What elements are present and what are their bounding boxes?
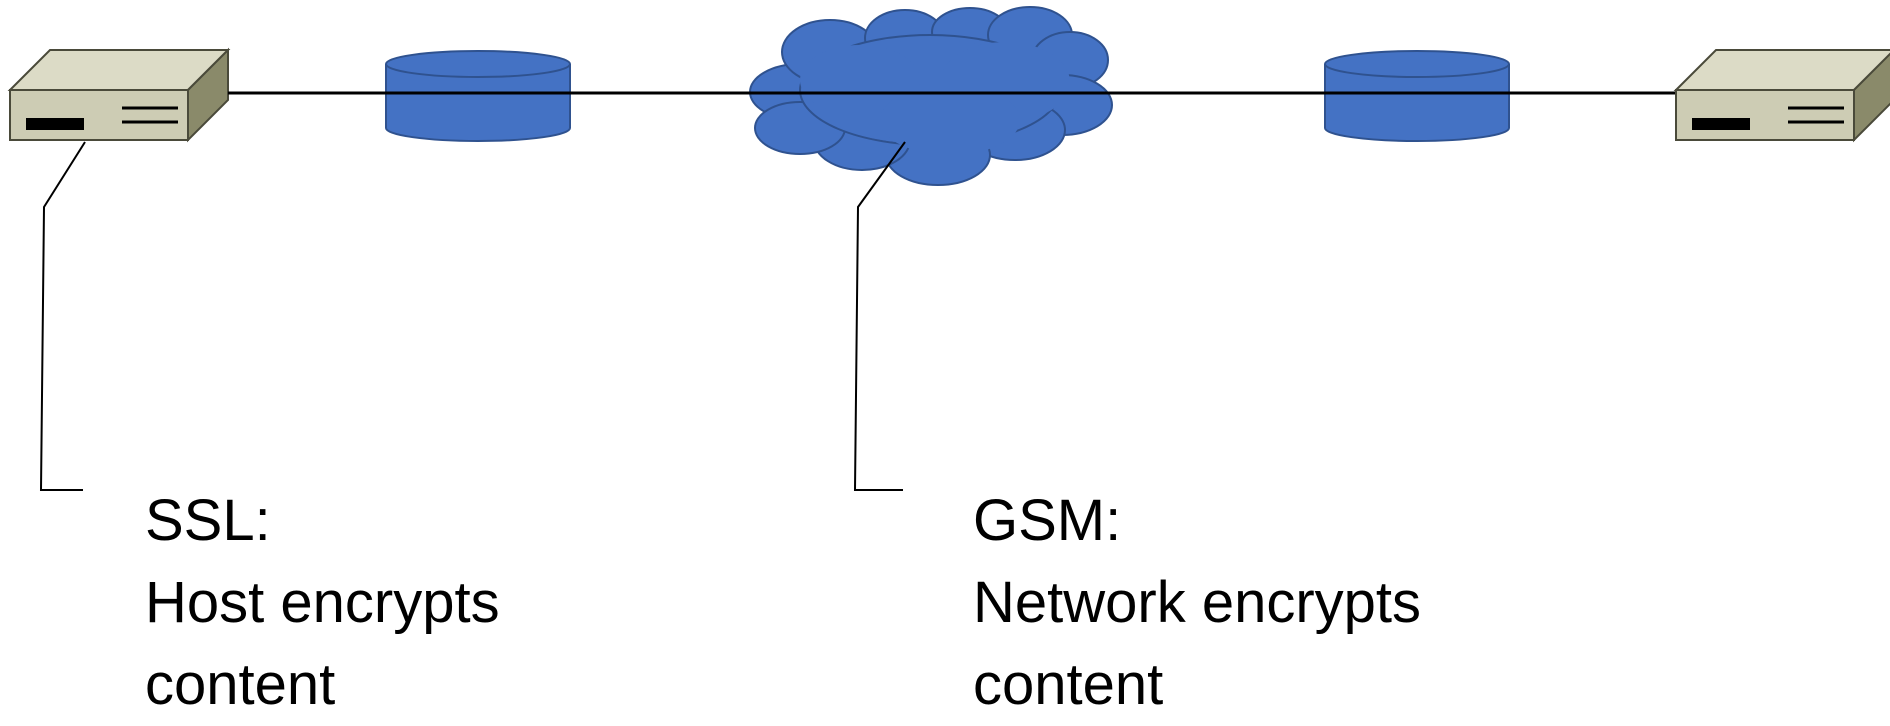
network-cloud-icon bbox=[749, 6, 1113, 186]
gsm-callout-leader bbox=[853, 141, 906, 491]
ssl-line-2: content bbox=[145, 652, 336, 717]
gsm-line-1: Network encrypts bbox=[973, 570, 1422, 635]
gsm-heading: GSM: bbox=[973, 488, 1122, 553]
left-host-device-icon bbox=[7, 47, 231, 143]
left-cylinder-node-icon bbox=[385, 50, 571, 142]
ssl-callout-text: SSL: Host encrypts content bbox=[145, 480, 500, 726]
gsm-line-2: content bbox=[973, 652, 1164, 717]
ssl-heading: SSL: bbox=[145, 488, 271, 553]
ssl-callout-leader bbox=[39, 141, 86, 491]
right-cylinder-node-icon bbox=[1324, 50, 1510, 142]
gsm-callout-text: GSM: Network encrypts content bbox=[973, 480, 1421, 726]
ssl-line-1: Host encrypts bbox=[145, 570, 500, 635]
right-host-device-icon bbox=[1673, 49, 1890, 143]
